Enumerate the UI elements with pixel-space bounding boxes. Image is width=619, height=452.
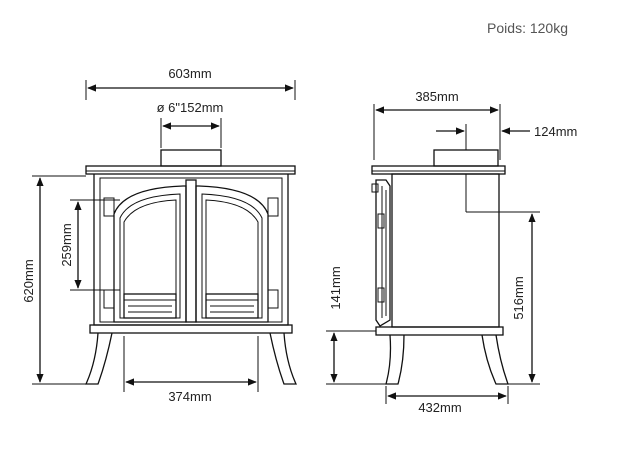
side-flue-collar	[433, 149, 499, 167]
side-plinth	[375, 326, 504, 336]
leg-span-label: 374mm	[168, 389, 211, 404]
flue-offset-label: 124mm	[534, 124, 577, 139]
front-height-label: 620mm	[21, 259, 36, 302]
front-right-leg	[269, 332, 298, 385]
door-handle	[185, 179, 197, 323]
front-plinth	[89, 324, 293, 334]
side-view: 385mm 124mm 516mm 141mm 432mm	[326, 89, 577, 415]
side-rear-leg	[481, 334, 509, 385]
side-top-plate	[371, 165, 506, 175]
flue-diameter-label: ø 6"152mm	[157, 100, 224, 115]
flue-height-label: 516mm	[511, 276, 526, 319]
front-top-plate	[85, 165, 296, 175]
front-body	[93, 174, 289, 326]
weight-label: Poids: 120kg	[487, 20, 568, 36]
right-door	[195, 185, 269, 323]
front-view: 603mm ø 6"152mm 620mm 259mm 374mm	[21, 66, 298, 404]
right-grate	[205, 293, 259, 319]
front-width-label: 603mm	[168, 66, 211, 81]
side-door-profile	[375, 179, 391, 327]
side-front-leg	[385, 334, 405, 385]
door-height-label: 259mm	[59, 223, 74, 266]
leg-depth-label: 432mm	[418, 400, 461, 415]
side-body	[391, 173, 500, 328]
left-door	[113, 185, 187, 323]
front-left-leg	[84, 332, 113, 385]
base-height-label: 141mm	[328, 266, 343, 309]
front-flue-collar	[160, 149, 222, 167]
side-depth-label: 385mm	[415, 89, 458, 104]
left-grate	[123, 293, 177, 319]
